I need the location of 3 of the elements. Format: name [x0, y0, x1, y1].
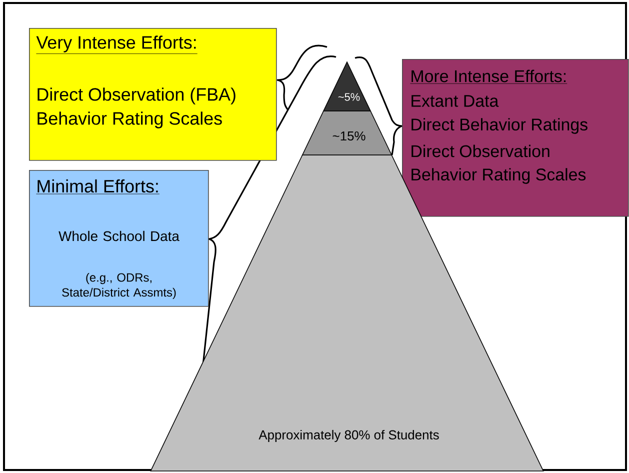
effort-box: Minimal Efforts: Whole School Data (e.g., ODRs, State/District Assmts) — [29, 170, 209, 307]
effort-box: Very Intense Efforts: Direct Observation (FBA) Behavior Rating Scales — [29, 28, 277, 161]
effort-box: More Intense Efforts: Extant Data Direct Behavior Ratings Direct Observation Behavior Rating Scales — [402, 59, 629, 217]
